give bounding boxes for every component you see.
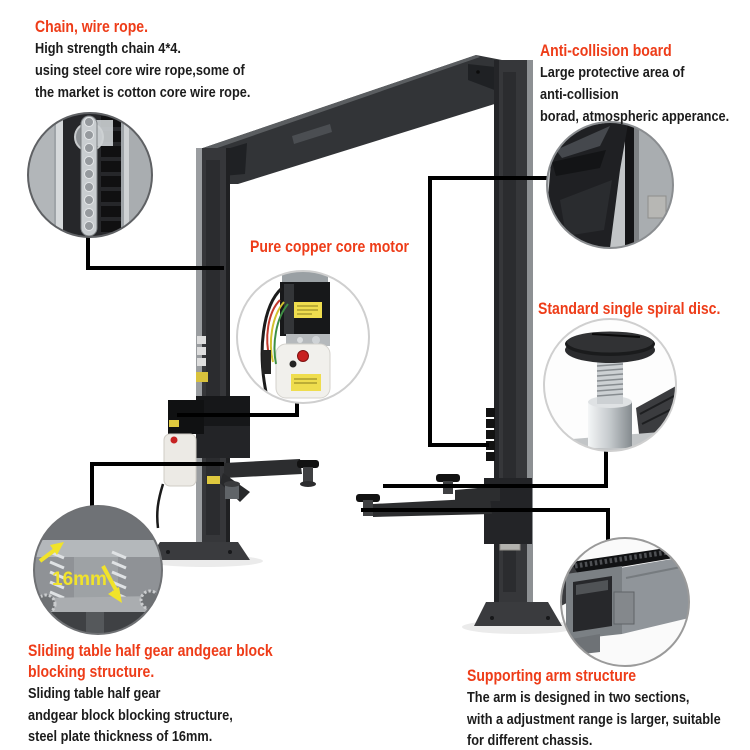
motor-callout-label: Pure copper core motor	[250, 236, 437, 258]
supporting-arm-leader-line	[361, 508, 610, 541]
spiral-disc-callout-title: Standard single spiral disc.	[538, 300, 721, 318]
sliding-table-leader-line	[90, 462, 224, 506]
chain-callout-label: Chain, wire rope. High strength chain 4*…	[35, 18, 251, 101]
supporting-arm-callout-photo	[560, 537, 690, 667]
supporting-arm-callout-label: Supporting arm structure The arm is desi…	[467, 667, 721, 749]
supporting-arm-callout-title: Supporting arm structure	[467, 667, 637, 685]
motor-leader-line	[177, 401, 299, 417]
anti-collision-strip	[486, 408, 495, 461]
sliding-table-callout-photo: 16mm	[33, 505, 163, 635]
thickness-annotation: 16mm	[52, 569, 107, 590]
anti-collision-callout-title: Anti-collision board	[540, 42, 672, 60]
motor-callout-photo	[236, 270, 370, 404]
chain-leader-line	[86, 234, 224, 270]
left-carriage	[155, 396, 319, 529]
motor-callout-title: Pure copper core motor	[250, 238, 409, 256]
warning-label	[196, 372, 208, 382]
right-lift-arm-short	[455, 486, 500, 501]
right-lift-arm-long	[373, 498, 492, 517]
sliding-table-callout-label: Sliding table half gear andgear block bl…	[28, 642, 273, 745]
anti-collision-callout-photo	[546, 121, 674, 249]
right-base-plate	[474, 602, 562, 626]
arrow-up-icon	[38, 547, 58, 563]
left-lift-arm	[224, 459, 302, 478]
spiral-disc-callout-photo	[543, 318, 677, 452]
anti-collision-leader-line	[428, 176, 549, 447]
left-base-plate	[148, 542, 250, 560]
power-unit-tank	[163, 433, 197, 487]
chain-callout-photo	[27, 112, 153, 238]
spiral-disc-leader-line	[383, 450, 608, 488]
left-post	[148, 148, 250, 560]
leader-lines	[86, 176, 610, 541]
chain-callout-title: Chain, wire rope.	[35, 18, 149, 36]
anti-collision-callout-label: Anti-collision board Large protective ar…	[540, 42, 730, 125]
spiral-disc-callout-label: Standard single spiral disc.	[538, 298, 750, 320]
sliding-table-callout-title: Sliding table half gear andgear block	[28, 642, 273, 660]
arrow-down-icon	[101, 565, 118, 591]
power-cable	[155, 483, 165, 529]
